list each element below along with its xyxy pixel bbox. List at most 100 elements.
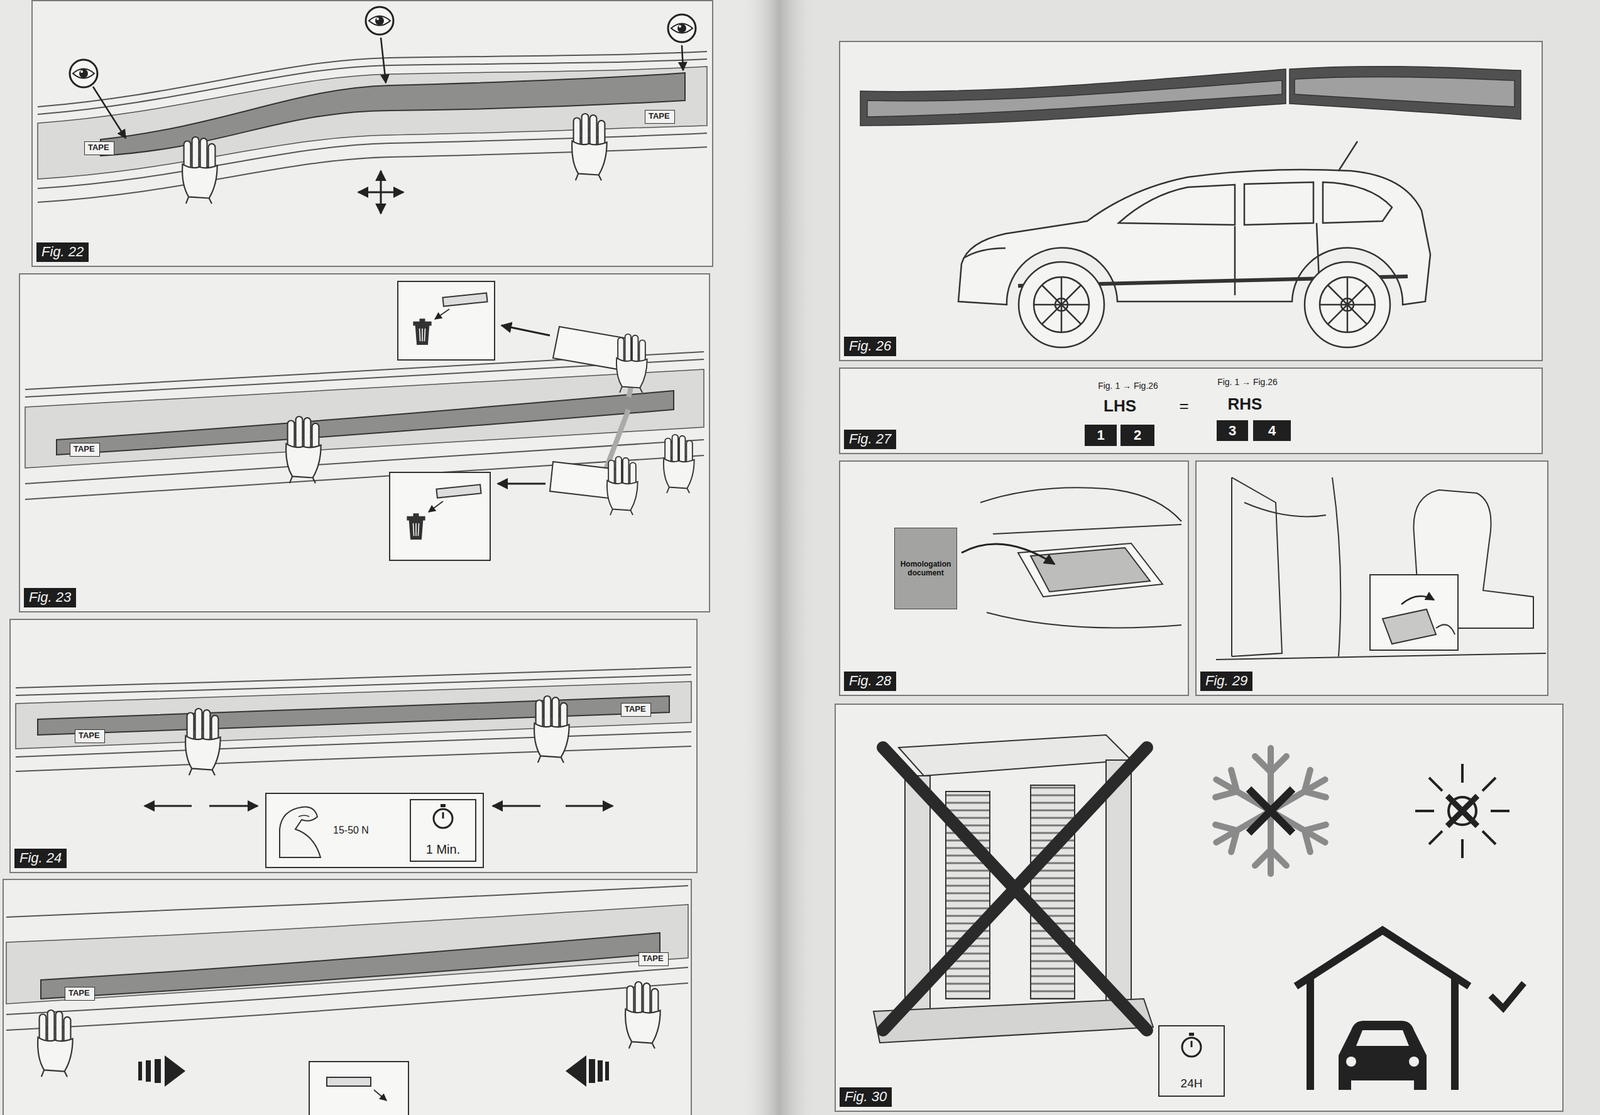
disposal-box [428, 501, 444, 513]
tape-tag: TAPE [638, 952, 669, 967]
car-side-view [1033, 277, 1090, 333]
document-booklet: Homologation document [894, 527, 958, 610]
glovebox [1030, 547, 1151, 592]
discard-arrow [497, 483, 546, 486]
pull-arrow [145, 1060, 151, 1083]
icon-box: 1 Min. [409, 799, 477, 863]
press-arrows [492, 805, 541, 808]
panel-ground [18, 273, 711, 613]
no-frost [1208, 748, 1333, 875]
figure-label: Fig. 26 [843, 336, 897, 357]
car-side-view [1319, 277, 1376, 333]
car-side-view [1304, 262, 1391, 348]
car-wash [1030, 785, 1075, 1000]
figure-label: Fig. 28 [843, 671, 897, 692]
hand [534, 696, 570, 763]
hand [663, 434, 695, 494]
icon-box: 1 Min. 15-50 N [265, 793, 484, 869]
number-box: 4 [1253, 420, 1291, 442]
force-icon [298, 815, 310, 817]
discard-arrow [501, 325, 550, 336]
timer-icon [1182, 1033, 1201, 1058]
value-label: 15-50 N [333, 825, 369, 837]
trim-strip-fig24 [15, 746, 692, 772]
panel-ground [834, 703, 1564, 1113]
trim-strip-fig25 [40, 933, 660, 1000]
garage-ok [1356, 1030, 1409, 1047]
car-interior [1231, 477, 1233, 657]
page-background [741, 0, 817, 1115]
disposal-box [407, 514, 425, 539]
figure-label: Fig. 30 [839, 1087, 892, 1108]
panel-ground [838, 460, 1190, 697]
callout-number: 3 [1228, 422, 1237, 440]
figure-label: Fig. 22 [36, 242, 89, 263]
hand [182, 113, 608, 204]
trim-strip-fig25 [6, 983, 689, 1031]
pull-arrow [605, 1062, 609, 1081]
trim-strip-fig23 [25, 351, 704, 500]
car-side-view [958, 141, 1431, 348]
number-box: 1 [1084, 424, 1117, 447]
tape-tag: TAPE [644, 109, 675, 124]
hand [625, 982, 661, 1049]
disposal-box [397, 281, 495, 361]
tape-label: TAPE [84, 142, 114, 154]
no-frost [1208, 766, 1333, 856]
panel-ground [838, 40, 1543, 362]
hand [185, 708, 221, 776]
callout-number: 2 [1133, 427, 1142, 444]
pull-arrow [164, 1055, 186, 1088]
car-interior [1332, 477, 1341, 657]
disposal-box [389, 281, 495, 561]
tape-label: TAPE [645, 110, 675, 122]
inspect-eye [69, 6, 696, 139]
car-wash [898, 735, 1132, 777]
force-icon [279, 807, 321, 858]
panel-ground [838, 367, 1543, 455]
text-label: RHS [1227, 394, 1263, 415]
press-arrows [144, 805, 192, 808]
garage-ok [1295, 930, 1524, 1091]
figure-label: Fig. 24 [14, 849, 67, 869]
trim-parts [1289, 66, 1521, 120]
figure-label: Fig. 27 [843, 429, 897, 450]
figure-label: Fig. 23 [23, 588, 77, 608]
car-interior [1435, 624, 1455, 635]
disposal-box [436, 484, 481, 498]
disposal-box [326, 1077, 371, 1087]
prohibited-cross [882, 747, 1147, 1031]
page-background [779, 0, 1600, 1115]
figure-panel: TAPE TAPE Fig. 22 [31, 0, 714, 268]
garage-ok [1295, 930, 1470, 987]
disposal-box [442, 292, 488, 307]
disposal-box [434, 309, 450, 320]
no-sun [1447, 796, 1478, 827]
no-frost [1248, 789, 1293, 834]
callout-number: 1 [1096, 427, 1105, 444]
force-icon [433, 804, 453, 829]
pull-arrow [588, 1059, 596, 1084]
trim-parts [860, 66, 1521, 126]
pull-arrow [597, 1060, 603, 1083]
car-side-view [1033, 277, 1090, 333]
hand [571, 113, 608, 181]
inspect-eye [93, 86, 126, 139]
move-arrows [358, 170, 404, 214]
disposal-box [414, 319, 432, 344]
glovebox [980, 487, 1182, 522]
trim-strip-fig25 [6, 904, 689, 1005]
trim-strip-fig24 [15, 667, 692, 772]
text-label: = [1178, 396, 1189, 417]
car-side-view [964, 248, 1006, 258]
glovebox [961, 487, 1182, 628]
car-interior [1216, 477, 1546, 660]
figure-panel: TAPETAPE1 Min.15-50 NFig. 24 [9, 619, 698, 874]
car-interior [1216, 653, 1546, 660]
car-interior [1231, 477, 1283, 657]
tape-tag: TAPE [84, 141, 115, 156]
hand [185, 696, 570, 776]
